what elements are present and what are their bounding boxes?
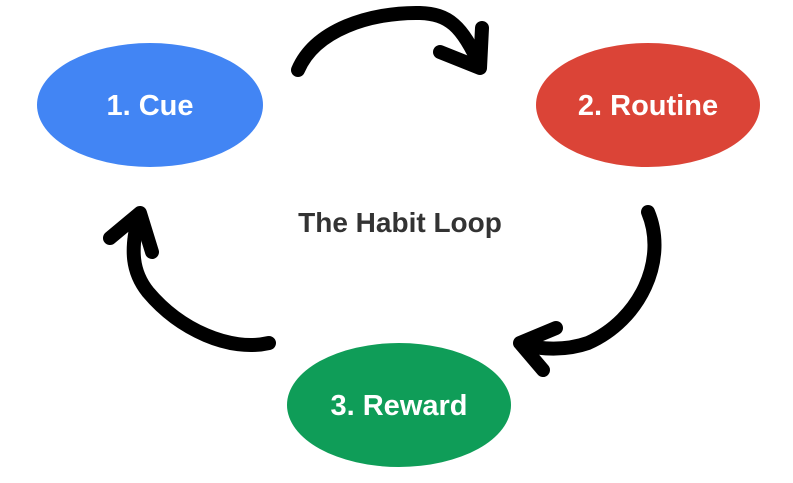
arrow-routine-to-reward-head: [513, 321, 563, 377]
node-cue-label: 1. Cue: [106, 90, 193, 122]
node-routine-shape: [536, 43, 760, 167]
arrow-reward-to-cue-head: [103, 206, 159, 259]
node-reward-label: 3. Reward: [331, 390, 468, 422]
node-reward: 3. Reward: [287, 343, 511, 467]
diagram-title: The Habit Loop: [298, 207, 502, 238]
node-cue: 1. Cue: [37, 43, 263, 167]
node-reward-shape: [287, 343, 511, 467]
arrow-reward-to-cue: [103, 206, 276, 352]
node-routine: 2. Routine: [536, 43, 760, 167]
arrow-reward-to-cue-shaft: [126, 208, 276, 352]
arrow-cue-to-routine-head: [433, 21, 489, 75]
node-cue-shape: [37, 43, 263, 167]
arrow-routine-to-reward: [513, 205, 662, 377]
node-routine-label: 2. Routine: [578, 90, 718, 122]
arrow-cue-to-routine: [291, 5, 489, 77]
arrow-cue-to-routine-shaft: [291, 5, 487, 77]
arrow-routine-to-reward-shaft: [515, 205, 662, 356]
